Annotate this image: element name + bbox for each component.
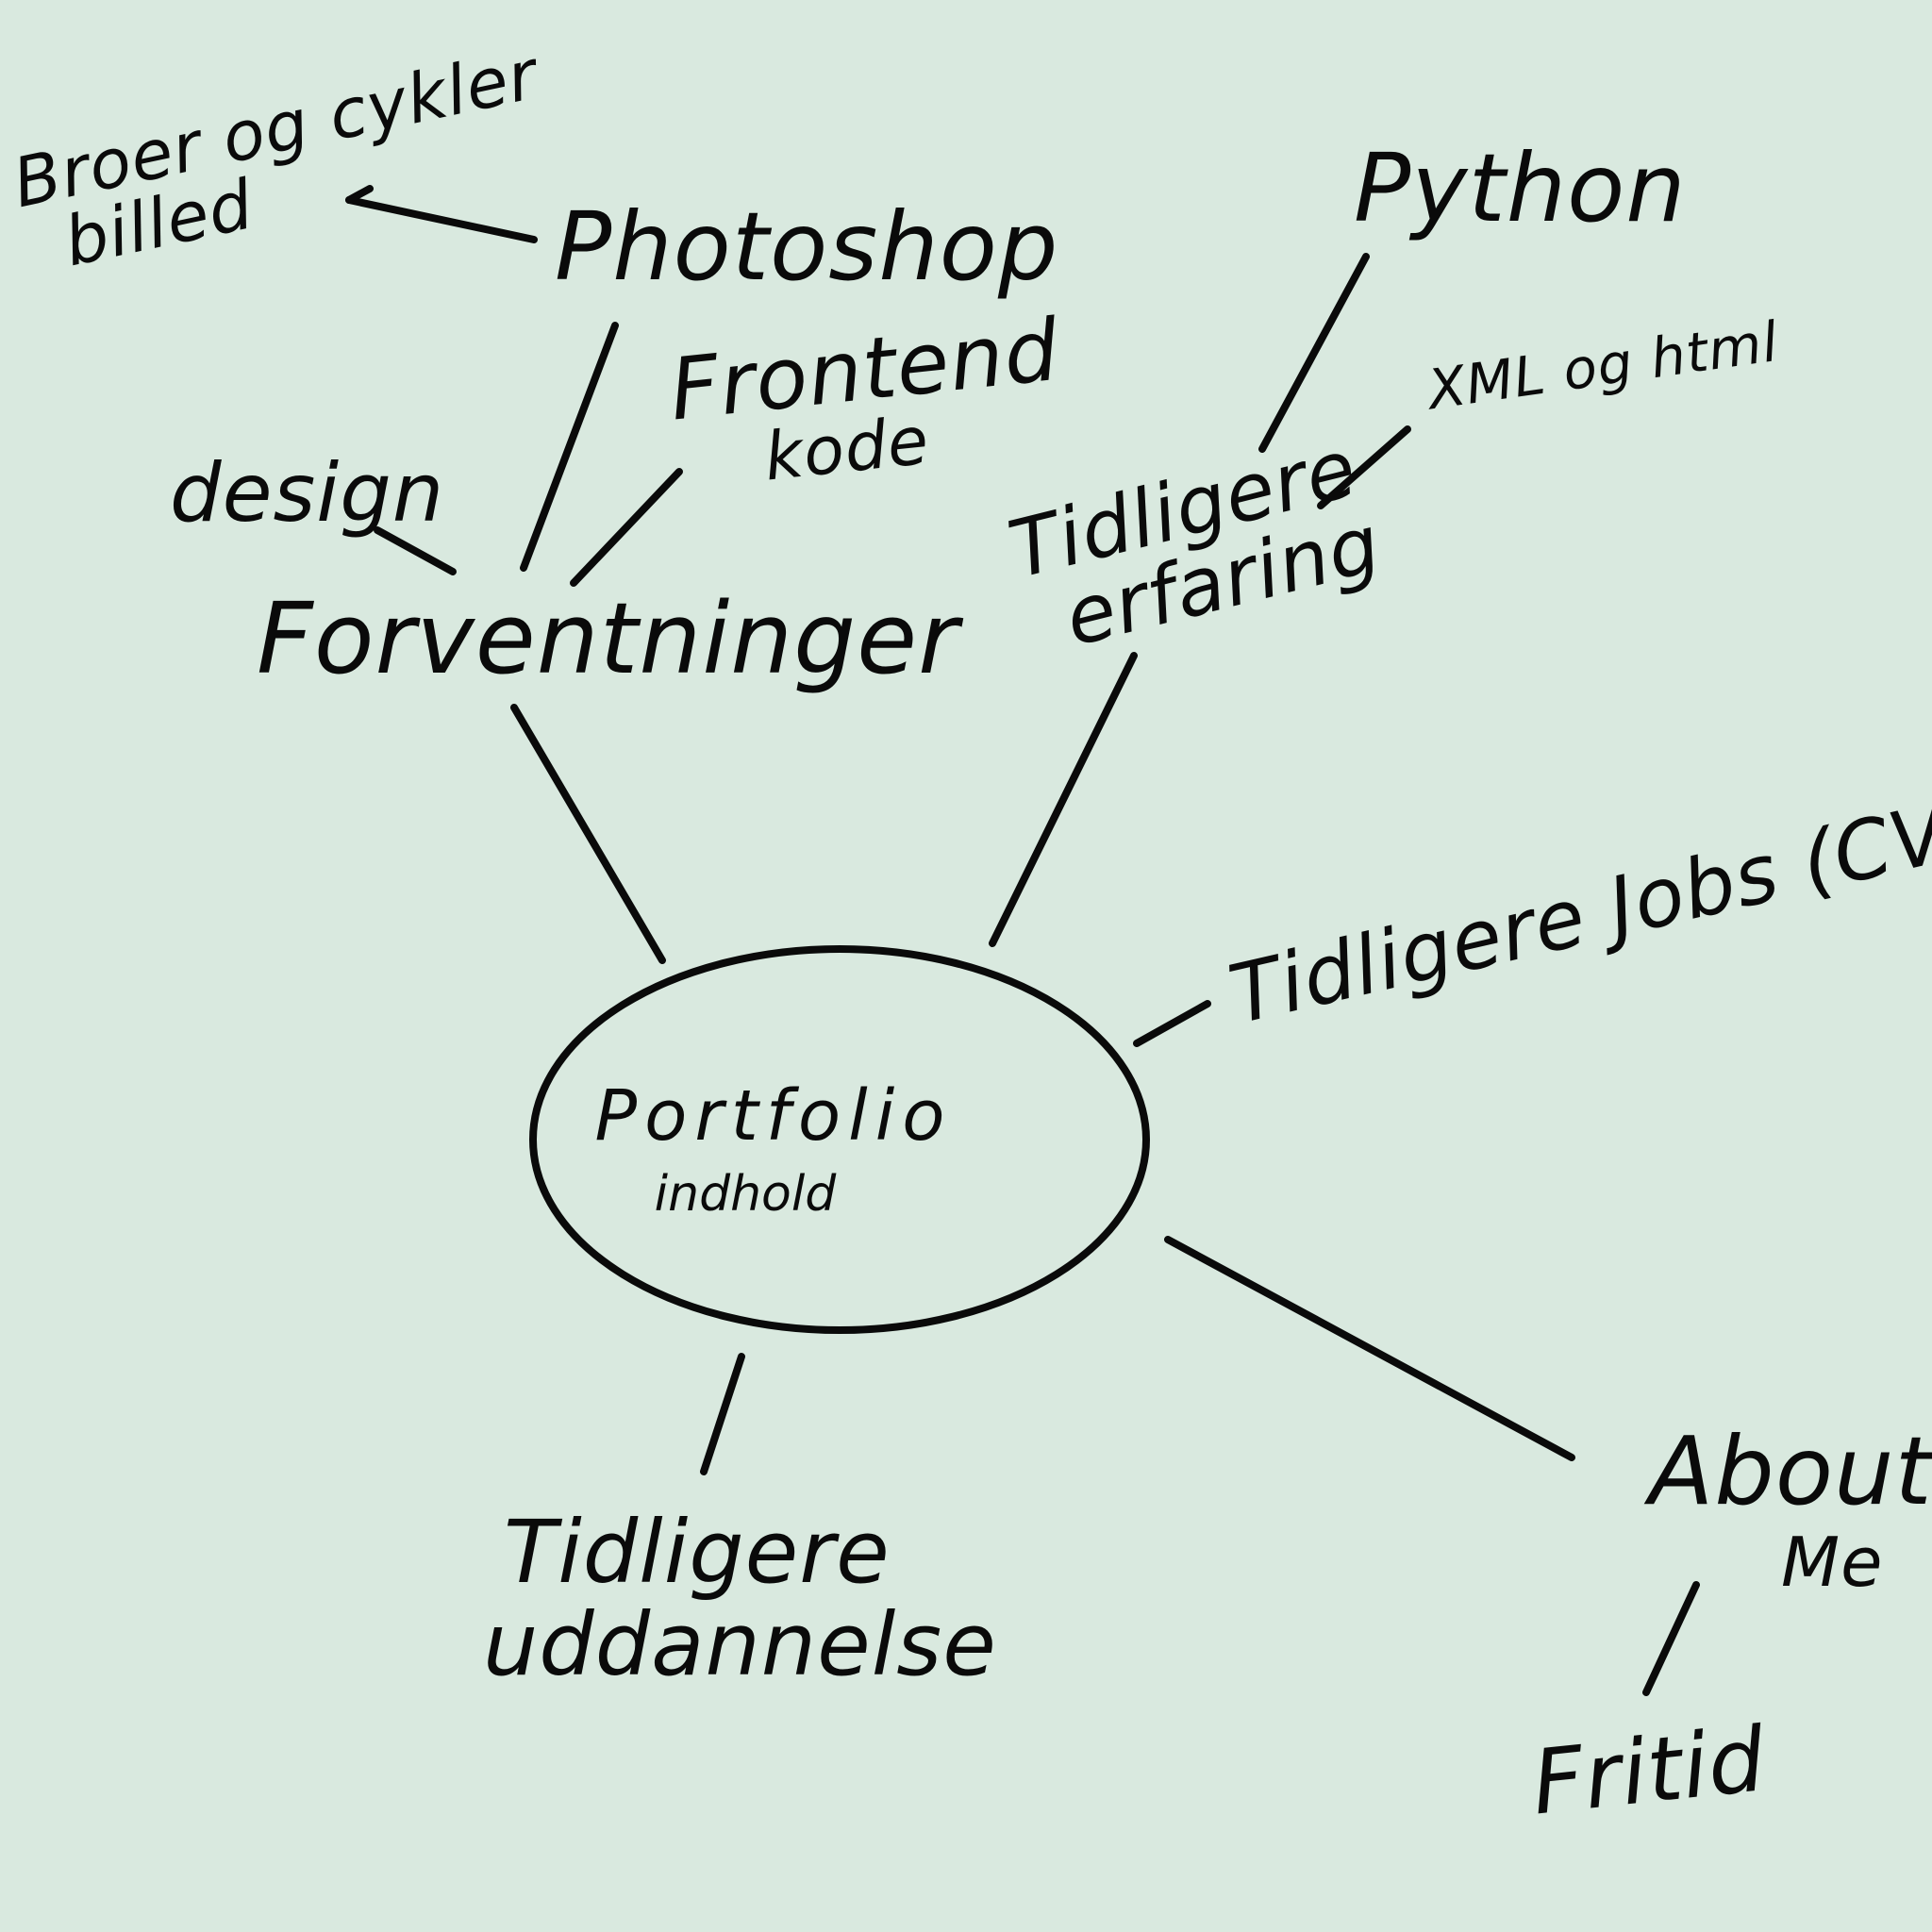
center-ellipse [529, 945, 1150, 1334]
connector-center-jobs [1133, 1000, 1211, 1047]
connector-forventninger-photoshop [520, 322, 619, 572]
node-fritid: Fritid [1527, 1708, 1771, 1836]
node-python-label: Python [1354, 133, 1687, 243]
node-forventninger: Forventninger [257, 590, 959, 688]
center-node: Portfolio indhold [528, 1075, 1019, 1223]
connector-forventninger-design [374, 526, 457, 575]
node-about-line2: Me [1781, 1523, 1884, 1602]
connector-erfaring-python [1258, 253, 1370, 453]
connector-about-fritid [1642, 1581, 1700, 1696]
connector-erfaring-xml [1317, 425, 1411, 509]
node-about: About Me [1649, 1416, 1932, 1602]
center-title: Portfolio [594, 1075, 953, 1157]
node-photoshop: Photoshop [555, 200, 1058, 294]
connector-center-uddannelse [700, 1353, 745, 1475]
node-fritid-label: Fritid [1527, 1708, 1771, 1836]
center-subtitle: indhold [654, 1166, 837, 1223]
connector-center-forventninger [510, 704, 666, 964]
node-design: design [170, 453, 444, 534]
node-uddannelse-line2: uddannelse [483, 1594, 997, 1695]
node-forventninger-label: Forventninger [257, 581, 959, 696]
node-photoshop-label: Photoshop [555, 192, 1059, 302]
connector-photoshop-broer [345, 196, 538, 243]
connector-center-erfaring [989, 652, 1138, 947]
node-python: Python [1354, 142, 1687, 236]
connector-forventninger-frontend [570, 468, 683, 587]
node-about-line1: About [1649, 1416, 1932, 1526]
node-design-label: design [170, 446, 445, 541]
node-uddannelse-line1: Tidligere [504, 1502, 891, 1603]
connector-center-about [1164, 1236, 1575, 1461]
underline-cykler [345, 185, 374, 204]
node-uddannelse: Tidligere uddannelse [483, 1502, 997, 1689]
